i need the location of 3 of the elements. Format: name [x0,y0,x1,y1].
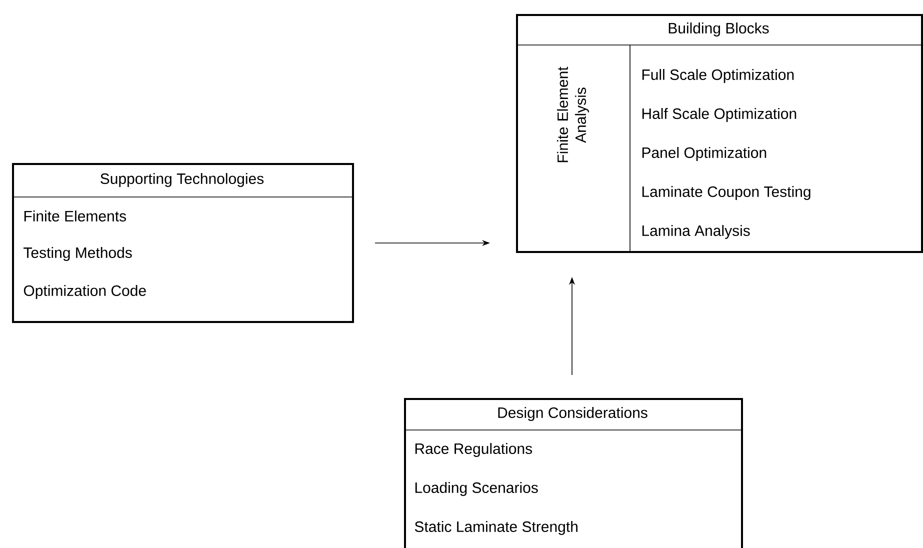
table-box: Building Blocks Finite Element Analysis Full Scale Optimization Half Scale Optimization Panel Optimization Laminate Coupon Testing Lamina Analysis [516,14,923,253]
table-box: Design Considerations Race Regulations Loading Scenarios Static Laminate Strength [404,398,743,548]
table-box: Supporting Technologies Finite Elements Testing Methods Optimization Code [12,163,354,323]
